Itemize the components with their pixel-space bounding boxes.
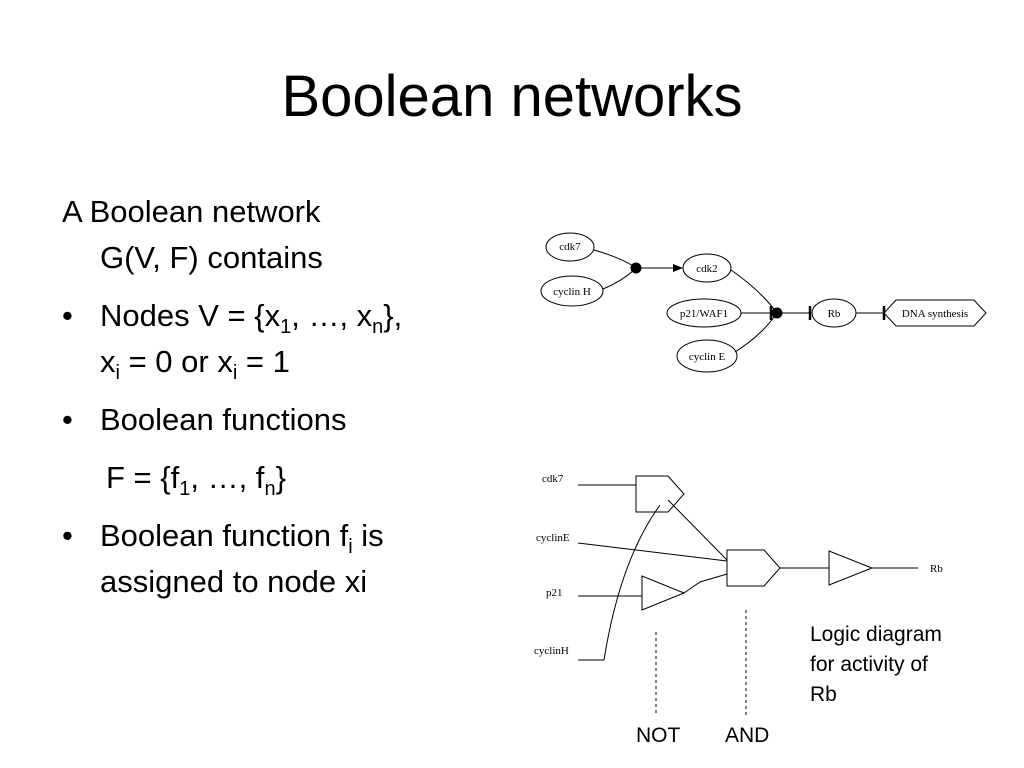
- intro-line-2: G(V, F) contains: [100, 240, 323, 275]
- and-label: AND: [725, 724, 770, 747]
- bullet-3-marker: •: [62, 518, 73, 553]
- node-cdk2: [682, 253, 732, 283]
- bullet-2-text: Boolean functions: [100, 402, 347, 437]
- caption-line-2: for activity of: [810, 653, 928, 676]
- caption-line-1: Logic diagram: [810, 623, 942, 646]
- and-gate-2: [726, 549, 781, 587]
- label-cyclin-e: cyclin E: [689, 351, 726, 363]
- buffer-gate: [828, 550, 874, 586]
- slide-title: Boolean networks: [281, 64, 743, 129]
- wire-cycline: [577, 542, 728, 562]
- logic-caption: Logic diagram for activity of Rb: [810, 620, 1010, 710]
- wire-not-out: [683, 573, 728, 594]
- network-diagram: [540, 232, 987, 373]
- logic-labels: cdk7 cyclinE p21 cyclinH Rb: [534, 473, 943, 657]
- label-cdk7: cdk7: [559, 241, 581, 253]
- junction-dot-2: [771, 307, 783, 319]
- edge-cdk7-join: [593, 249, 637, 269]
- logic-diagram: [577, 475, 918, 716]
- junction-dot-1: [630, 262, 642, 274]
- wire-cyclinh: [603, 504, 661, 661]
- network-labels: cdk7 cyclin H cdk2 p21/WAF1 cyclin E Rb …: [553, 241, 968, 363]
- bullet-1-marker: •: [62, 298, 73, 333]
- and-gate-1: [635, 475, 685, 513]
- functions-set: F = {f1, …, fn}: [106, 460, 286, 500]
- label-cyclin-h: cyclin H: [553, 286, 591, 298]
- bullet-3-line-1: Boolean function fi is: [100, 518, 384, 558]
- label-dna-synthesis: DNA synthesis: [902, 308, 968, 320]
- node-cyclin-e: [676, 339, 738, 373]
- node-cdk7: [545, 232, 595, 262]
- logic-output-rb: Rb: [930, 563, 943, 575]
- not-gate-buffer: [641, 575, 686, 611]
- label-cdk2: cdk2: [696, 263, 717, 275]
- bullet-1-line-2: xi = 0 or xi = 1: [100, 344, 290, 384]
- not-label: NOT: [636, 724, 681, 747]
- logic-input-p21: p21: [546, 587, 563, 599]
- logic-input-cdk7: cdk7: [542, 473, 564, 485]
- label-p21-waf1: p21/WAF1: [680, 308, 728, 320]
- wire-gate1-out: [667, 499, 728, 561]
- logic-input-cycline: cyclinE: [536, 532, 570, 544]
- bullet-1-line-1: Nodes V = {x1, …, xn},: [100, 298, 403, 338]
- caption-line-3: Rb: [810, 683, 837, 706]
- intro-line-1: A Boolean network: [62, 194, 321, 229]
- label-rb: Rb: [828, 308, 841, 320]
- node-cyclin-h: [540, 275, 604, 307]
- logic-input-cyclinh: cyclinH: [534, 645, 569, 657]
- bullet-3-line-2: assigned to node xi: [100, 564, 368, 599]
- edge-cyclinh-join: [602, 267, 637, 290]
- bullet-2-marker: •: [62, 402, 73, 437]
